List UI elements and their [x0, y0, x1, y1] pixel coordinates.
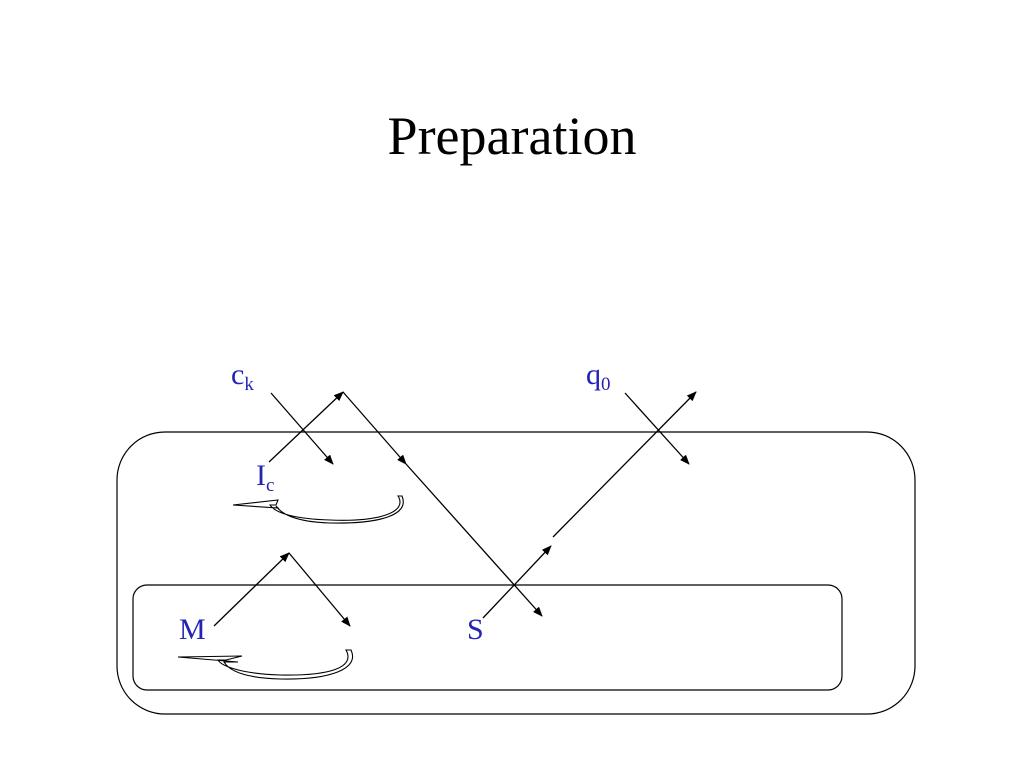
inner-memory-box [132, 584, 843, 691]
slide-title: Preparation [387, 106, 637, 166]
s-to-output-arrow [552, 391, 697, 538]
label-ic-sub: c [266, 475, 275, 496]
q0-input-arrow [624, 392, 690, 465]
label-s-main: S [467, 613, 484, 646]
ck-input-arrow [270, 392, 334, 465]
label-ic-main: I [256, 459, 266, 492]
label-ck-main: c [231, 358, 245, 391]
label-ck: ck [231, 358, 254, 396]
outer-system-box [116, 431, 916, 715]
label-s: S [467, 613, 484, 647]
s-up-arrow [482, 545, 552, 619]
label-ic: Ic [256, 459, 274, 497]
long-diagonal-segment-2 [405, 463, 543, 617]
label-q0: q0 [586, 358, 611, 396]
label-q0-main: q [586, 358, 601, 391]
m-down-arrow [288, 552, 351, 627]
ic-curved-return-arrow [232, 495, 404, 524]
label-ck-sub: k [244, 374, 254, 395]
label-m-main: M [179, 613, 206, 646]
ic-up-arrow [268, 391, 344, 463]
m-curved-return-arrow [177, 649, 354, 680]
label-q0-sub: 0 [601, 374, 611, 395]
m-up-arrow [213, 552, 290, 627]
label-m: M [179, 613, 206, 647]
long-diagonal-segment-1 [342, 391, 407, 465]
